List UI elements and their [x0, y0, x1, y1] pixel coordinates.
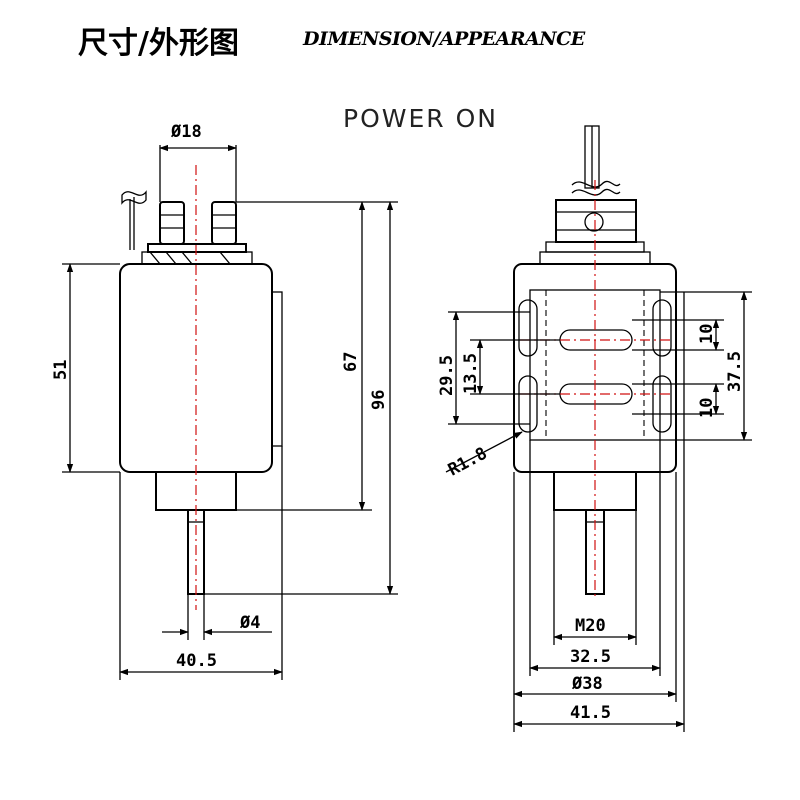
dim-flange-width: 41.5: [570, 703, 611, 723]
dim-thread: M20: [575, 616, 606, 636]
dim-slot-height: 37.5: [725, 351, 745, 392]
dim-length-to-cap: 67: [341, 352, 361, 372]
slot-vertical-br: [652, 375, 672, 433]
dim-slot-span-inner: 13.5: [461, 353, 481, 394]
terminal-block: [555, 199, 637, 243]
dim-radius: R1.8: [445, 444, 491, 481]
terminal-post-left: [159, 201, 185, 245]
dim-overall-length: 96: [369, 390, 389, 410]
dim-body-width: 40.5: [176, 651, 217, 671]
slot-vertical-tl: [518, 299, 538, 357]
dim-cap-width: 32.5: [570, 647, 611, 667]
slot-vertical-bl: [518, 375, 538, 433]
dim-body-diameter: Ø38: [571, 674, 603, 694]
dim-slot-width-top: 10: [697, 324, 717, 344]
slot-vertical-tr: [652, 299, 672, 357]
dim-shaft-diameter: Ø4: [239, 613, 260, 633]
right-front-view: 29.5 13.5 10 10 37.5 R1.8: [437, 125, 752, 732]
title-chinese: 尺寸/外形图: [78, 26, 239, 61]
terminal-post-right: [211, 201, 237, 245]
left-side-view: Ø18 51 67 96 Ø4 40: [51, 122, 398, 680]
dim-slot-span-outer: 29.5: [437, 355, 457, 396]
mounting-tab: [271, 291, 283, 447]
dim-top-diameter: Ø18: [170, 122, 202, 142]
lead-wire-left: [121, 190, 147, 205]
title-english: DIMENSION/APPEARANCE: [303, 28, 585, 50]
terminal-base: [147, 243, 247, 253]
dim-body-height: 51: [51, 360, 71, 380]
power-on-label: POWER ON: [343, 104, 498, 133]
dim-slot-width-bottom: 10: [697, 398, 717, 418]
